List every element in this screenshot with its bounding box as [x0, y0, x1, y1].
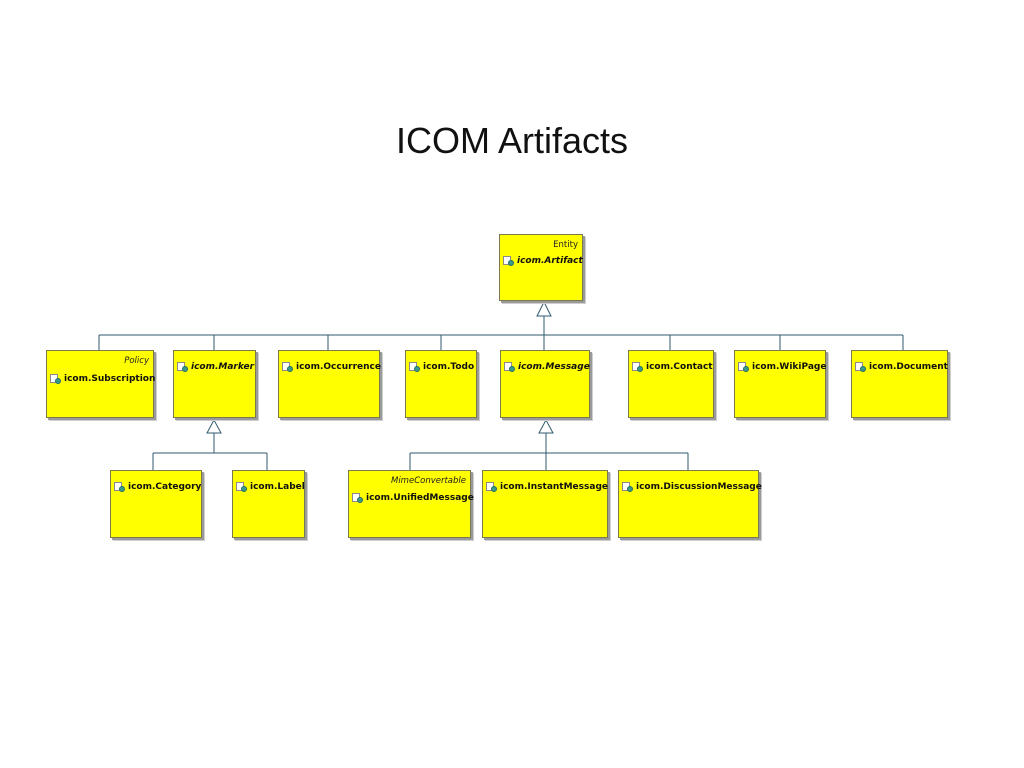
- class-icon: [50, 373, 61, 384]
- class-icon: [282, 361, 293, 372]
- class-name: icom.Message: [518, 361, 590, 372]
- class-icon: [486, 481, 497, 492]
- class-category[interactable]: icom.Category: [110, 470, 202, 538]
- class-occurrence[interactable]: icom.Occurrence: [278, 350, 381, 418]
- class-icon: [177, 361, 188, 372]
- class-name: icom.InstantMessage: [500, 481, 608, 492]
- class-name: icom.Category: [128, 481, 202, 492]
- class-name: icom.Occurrence: [296, 361, 381, 372]
- class-name: icom.WikiPage: [752, 361, 827, 372]
- class-icon: [409, 361, 420, 372]
- class-unifiedmessage[interactable]: MimeConvertable icom.UnifiedMessage: [348, 470, 474, 538]
- class-icon: [632, 361, 643, 372]
- class-artifact[interactable]: Entity icom.Artifact: [499, 234, 583, 301]
- inheritance-arrow-marker: [206, 418, 222, 434]
- class-name: icom.Marker: [191, 361, 255, 372]
- class-todo[interactable]: icom.Todo: [405, 350, 477, 418]
- stereotype-mimeconvertable: MimeConvertable: [390, 476, 466, 486]
- class-wikipage[interactable]: icom.WikiPage: [734, 350, 826, 418]
- class-document[interactable]: icom.Document: [851, 350, 948, 418]
- class-label[interactable]: icom.Label: [232, 470, 305, 538]
- class-icon: [352, 492, 363, 503]
- class-name: icom.UnifiedMessage: [366, 492, 474, 503]
- class-name: icom.Todo: [423, 361, 475, 372]
- inheritance-arrow-message: [538, 418, 554, 434]
- class-discussionmessage[interactable]: icom.DiscussionMessage: [618, 470, 762, 538]
- class-icon: [622, 481, 633, 492]
- class-icon: [504, 361, 515, 372]
- class-name: icom.Contact: [646, 361, 713, 372]
- class-message[interactable]: icom.Message: [500, 350, 590, 418]
- class-icon: [236, 481, 247, 492]
- class-subscription[interactable]: Policy icom.Subscription: [46, 350, 156, 418]
- class-icon: [855, 361, 866, 372]
- class-name: icom.Document: [869, 361, 948, 372]
- inheritance-arrow-artifact: [536, 300, 552, 317]
- class-marker[interactable]: icom.Marker: [173, 350, 256, 418]
- class-name: icom.Label: [250, 481, 305, 492]
- class-icon: [114, 481, 125, 492]
- class-instantmessage[interactable]: icom.InstantMessage: [482, 470, 608, 538]
- class-name: icom.Artifact: [517, 255, 583, 266]
- stereotype-entity: Entity: [553, 240, 578, 250]
- class-name: icom.Subscription: [64, 373, 156, 384]
- diagram-title: ICOM Artifacts: [395, 120, 629, 161]
- class-icon: [503, 255, 514, 266]
- class-name: icom.DiscussionMessage: [636, 481, 762, 492]
- stereotype-policy: Policy: [124, 356, 149, 366]
- class-contact[interactable]: icom.Contact: [628, 350, 714, 418]
- class-icon: [738, 361, 749, 372]
